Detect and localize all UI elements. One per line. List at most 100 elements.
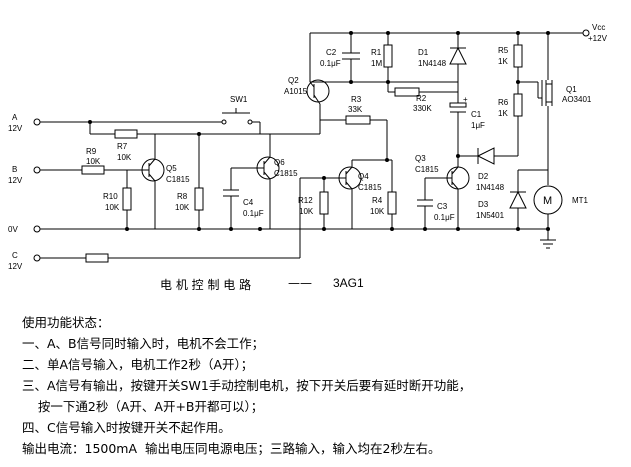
c4-capacitor [223, 168, 239, 229]
c4-ref: C4 [243, 198, 254, 207]
r2-value: 330K [413, 104, 432, 113]
d3-diode [509, 169, 548, 229]
q4-value: C1815 [358, 183, 382, 192]
q6-value: C1815 [274, 169, 298, 178]
c3-ref: C3 [437, 202, 448, 211]
c1-capacitor [449, 82, 467, 156]
usage-notes: 使用功能状态： 一、A、B信号同时输入时，电机不会工作； 二、单A信号输入，电机… [22, 312, 622, 459]
c3-value: 0.1μF [434, 213, 455, 222]
input-c-voltage: 12V [8, 262, 23, 271]
q3-transistor [430, 156, 470, 229]
q5-value: C1815 [166, 175, 190, 184]
input-b-voltage: 12V [8, 176, 23, 185]
r5-resistor [513, 33, 523, 94]
r5-value: 1K [498, 57, 508, 66]
q3-value: C1815 [415, 165, 439, 174]
note-line-4: 四、C信号输入时按键开关不起作用。 [22, 420, 231, 435]
r8-ref: R8 [177, 192, 188, 201]
r9-ref: R9 [86, 147, 97, 156]
input-a-voltage: 12V [8, 124, 23, 133]
c1-ref: C1 [471, 110, 482, 119]
note-line-3-cont: 按一下通2秒（A开、A开+B开都可以）； [22, 399, 264, 414]
q1-mosfet [538, 33, 553, 185]
r1-resistor [383, 33, 393, 82]
q4-ref: Q4 [358, 172, 369, 181]
q4-transistor [324, 159, 387, 229]
r7-resistor [89, 122, 155, 139]
q5-transistor [127, 133, 199, 229]
input-a-label: A [12, 113, 18, 122]
r4-value: 10K [370, 207, 385, 216]
r3-resistor [320, 115, 388, 160]
c4-value: 0.1μF [243, 209, 264, 218]
r2-resistor [387, 82, 458, 97]
r8-value: 10K [175, 203, 190, 212]
d1-value: 1N4148 [418, 59, 447, 68]
motor [533, 185, 563, 240]
d2-value: 1N4148 [476, 183, 505, 192]
q6-ref: Q6 [274, 158, 285, 167]
note-line-1: 一、A、B信号同时输入时，电机不会工作； [22, 336, 265, 351]
r10-value: 10K [105, 203, 120, 212]
r10-ref: R10 [103, 192, 118, 201]
r6-ref: R6 [498, 98, 509, 107]
note-line-heading: 使用功能状态： [22, 315, 110, 330]
sw1-switch [90, 108, 321, 135]
vcc-voltage: +12V [588, 34, 607, 43]
c1-value: 1μF [471, 121, 485, 130]
r1-value: 1M [371, 59, 383, 68]
r6-value: 1K [498, 109, 508, 118]
d3-ref: D3 [478, 200, 489, 209]
r9-resistor [33, 165, 127, 175]
note-line-2: 二、单A信号输入，电机工作2秒（A开）； [22, 357, 254, 372]
q2-value: A1015 [284, 87, 308, 96]
r12-value: 10K [299, 207, 314, 216]
input-c-label: C [12, 251, 18, 260]
note-line-output: 输出电流：1500mA 输出电压同电源电压；三路输入，输入均在2秒左右。 [22, 441, 441, 456]
r9-value: 10K [86, 157, 101, 166]
q6-transistor [231, 134, 280, 229]
r10-resistor [122, 170, 132, 229]
c2-capacitor [342, 33, 360, 82]
ground-rail [33, 225, 548, 233]
c2-value: 0.1μF [320, 59, 341, 68]
sw1-ref: SW1 [230, 95, 248, 104]
r7-value: 10K [117, 153, 132, 162]
title-dash: —— [288, 276, 312, 290]
d2-ref: D2 [478, 172, 489, 181]
r7-ref: R7 [117, 142, 128, 151]
r5-ref: R5 [498, 46, 509, 55]
q5-ref: Q5 [166, 164, 177, 173]
q2-transistor [306, 79, 330, 120]
r11-resistor [33, 177, 324, 263]
r3-value: 33K [348, 105, 363, 114]
q1-value: AO3401 [562, 95, 592, 104]
circuit-title: 电 机 控 制 电 路 [160, 278, 252, 292]
d1-diode [449, 33, 467, 82]
r12-resistor [319, 178, 329, 229]
d1-ref: D1 [418, 48, 429, 57]
c2-ref: C2 [326, 48, 337, 57]
r1-ref: R1 [371, 48, 382, 57]
mt1-ref: MT1 [572, 196, 588, 205]
r3-ref: R3 [351, 95, 362, 104]
ground-symbol [540, 239, 556, 249]
q2-ref: Q2 [288, 76, 299, 85]
r12-ref: R12 [298, 196, 313, 205]
q3-ref: Q3 [415, 154, 426, 163]
motor-symbol: M [543, 195, 553, 207]
circuit-code: 3AG1 [333, 276, 364, 290]
q1-ref: Q1 [566, 85, 577, 94]
vcc-label: Vcc [592, 23, 606, 32]
r4-resistor [387, 159, 397, 229]
r4-ref: R4 [372, 196, 383, 205]
c3-capacitor [417, 177, 433, 229]
d3-value: 1N5401 [476, 211, 505, 220]
c1-plus: + [463, 95, 468, 104]
vcc-rail [309, 29, 590, 82]
r8-resistor [194, 134, 204, 229]
r6-resistor [513, 93, 523, 156]
input-b-label: B [12, 165, 18, 174]
r2-ref: R2 [416, 94, 427, 103]
